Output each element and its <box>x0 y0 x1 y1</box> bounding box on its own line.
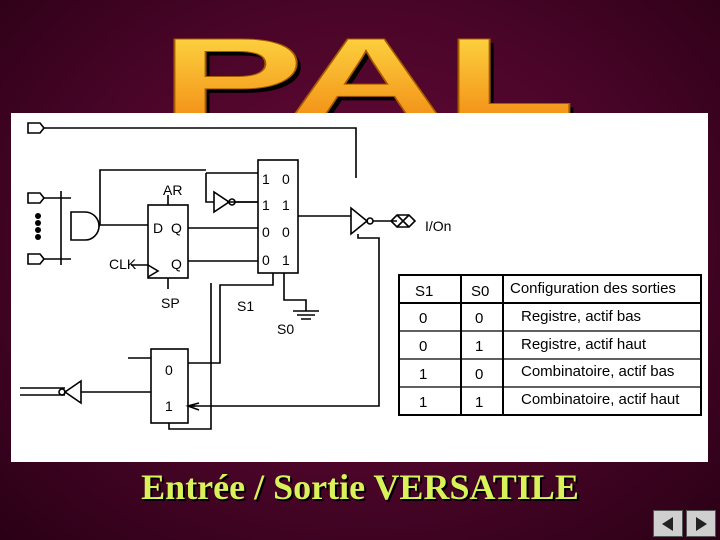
label-s1: S1 <box>237 298 254 314</box>
config-table: S1 S0 Configuration des sorties 0 0 Regi… <box>398 274 702 416</box>
output-buffer <box>350 206 369 236</box>
table-r1-s1: 0 <box>419 310 427 327</box>
triangle-left-icon <box>662 516 673 531</box>
d-flipflop <box>147 204 189 279</box>
slide-title: PAL PAL <box>160 28 581 128</box>
table-header-s1: S1 <box>415 283 433 300</box>
table-r1-config: Registre, actif bas <box>521 308 641 325</box>
input-pin-b <box>27 253 46 265</box>
circuit-diagram: AR D Q Q CLK SP S1 S0 I/On 1 0 1 1 0 0 0… <box>20 122 702 430</box>
next-slide-button[interactable] <box>686 510 716 537</box>
mux-top-0: 0 <box>282 171 290 187</box>
table-r3-s1: 1 <box>419 366 427 383</box>
label-q: Q <box>171 220 182 236</box>
input-buffer <box>63 379 82 405</box>
input-dots <box>35 213 41 240</box>
label-io: I/On <box>425 218 451 234</box>
mux-top-1: 1 <box>262 171 270 187</box>
label-sp: SP <box>161 295 180 311</box>
table-r2-s1: 0 <box>419 338 427 355</box>
triangle-right-icon <box>696 516 707 531</box>
table-r4-config: Combinatoire, actif haut <box>521 391 680 408</box>
slide-title-text: PAL <box>160 28 576 128</box>
small-mux-0: 0 <box>165 362 173 378</box>
table-r3-s0: 0 <box>475 366 483 383</box>
table-header-s0: S0 <box>471 283 489 300</box>
input-pin-a <box>27 192 46 204</box>
and-gate <box>70 211 100 241</box>
mux-r1-b: 1 <box>282 197 290 213</box>
label-s0: S0 <box>277 321 294 337</box>
slide-subtitle: Entrée / Sortie VERSATILE <box>141 467 579 507</box>
table-r2-s0: 1 <box>475 338 483 355</box>
mux-r2-b: 0 <box>282 224 290 240</box>
slide-title-shadow: PAL <box>164 28 580 128</box>
mux-r2-a: 0 <box>262 224 270 240</box>
mux-r3-b: 1 <box>282 252 290 268</box>
table-r1-s0: 0 <box>475 310 483 327</box>
label-d: D <box>153 220 163 236</box>
mux-r3-a: 0 <box>262 252 270 268</box>
input-pin-top <box>27 122 46 134</box>
table-r4-s1: 1 <box>419 394 427 411</box>
label-clk: CLK <box>109 256 137 272</box>
table-r2-config: Registre, actif haut <box>521 336 647 353</box>
previous-slide-button[interactable] <box>653 510 683 537</box>
small-mux-1: 1 <box>165 398 173 414</box>
label-q-bar: Q <box>171 256 182 272</box>
mux-r1-a: 1 <box>262 197 270 213</box>
table-r4-s0: 1 <box>475 394 483 411</box>
table-r3-config: Combinatoire, actif bas <box>521 363 674 380</box>
diagram-panel: AR D Q Q CLK SP S1 S0 I/On 1 0 1 1 0 0 0… <box>11 113 708 462</box>
label-ar: AR <box>163 182 182 198</box>
table-header-config: Configuration des sorties <box>510 280 676 297</box>
